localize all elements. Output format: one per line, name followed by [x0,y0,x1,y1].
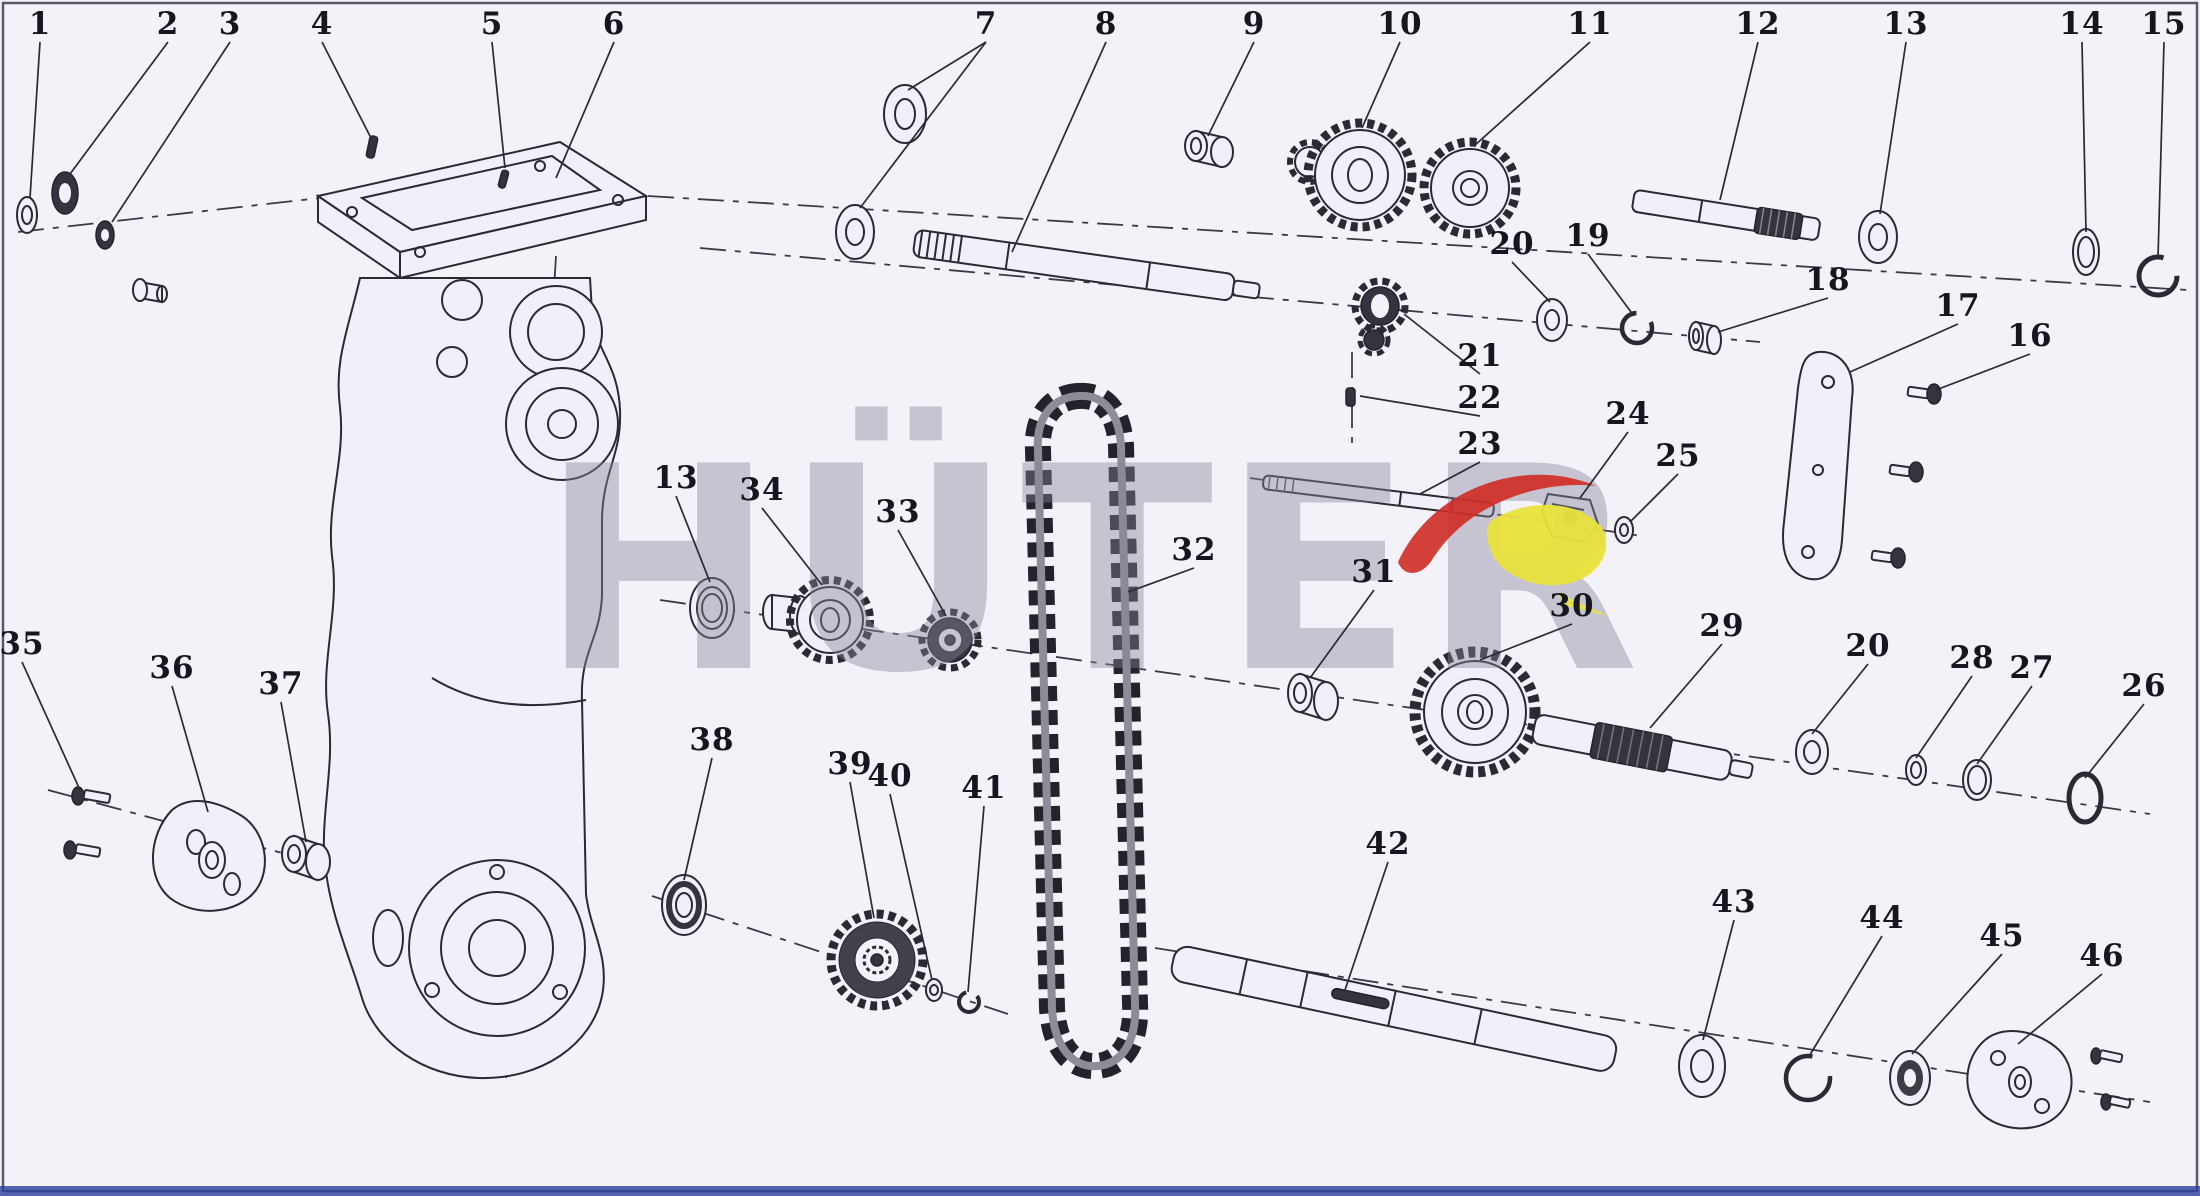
part-45-seal [1889,1050,1931,1106]
part-23-shaft [1262,474,1495,518]
part-14-ring [2072,228,2100,276]
part-30-gear [1409,646,1541,778]
part-9-bushing [1184,129,1234,169]
part-13-bearing [1858,210,1898,264]
part-41-ring [957,990,981,1014]
part-40-washer [925,978,943,1002]
part-12-shaft [1631,189,1821,241]
part-39-sprocket [826,909,928,1011]
part-5-stud [497,169,510,189]
scan-edge-bar [0,1186,2200,1196]
part-36-cover [152,800,266,912]
part-17-cover-plate [1782,350,1854,581]
part-26-o-ring [2066,771,2104,825]
part-21-cluster-gear [1351,277,1409,357]
gearbox-housing [315,140,649,1080]
part-33-sprocket [918,608,982,672]
part-15-snap-ring [2136,254,2180,298]
part-10-gear [1287,118,1417,232]
part-13-bearing-second [689,577,735,639]
part-31-bushing [1287,672,1339,722]
part-20-bearing [1536,298,1568,342]
part-29-shaft [1531,714,1754,781]
part-4-pin [365,135,379,159]
part-22-pin [1345,387,1356,407]
part-11-gear [1419,137,1521,239]
part-20-bearing-second [1795,729,1829,775]
part-27-ring [1962,759,1992,801]
part-34-gear-with-hub [762,576,874,664]
part-18-spacer [1688,320,1722,356]
part-24-shift-fork [1540,492,1600,544]
part-32-chain [1024,382,1149,1080]
part-1-seal-ring [16,196,38,234]
part-43-bearing [1678,1034,1726,1098]
part-19-snap-ring [1619,310,1655,346]
part-3-washer-and-nut [95,220,168,304]
part-16-bolts [1870,383,1942,569]
part-37-bushing [281,834,331,882]
part-7-bearings [835,84,927,260]
part-2-seal [51,171,79,215]
part-28-washer [1905,754,1927,786]
part-8-input-shaft [912,229,1261,302]
part-42-shaft [1170,945,1618,1072]
part-44-snap-ring [1783,1053,1833,1103]
part-38-bearing [661,874,707,936]
part-46-cover-with-screws [1966,1029,2132,1130]
part-35-bolts [63,786,112,860]
part-25-bushing [1614,516,1634,544]
